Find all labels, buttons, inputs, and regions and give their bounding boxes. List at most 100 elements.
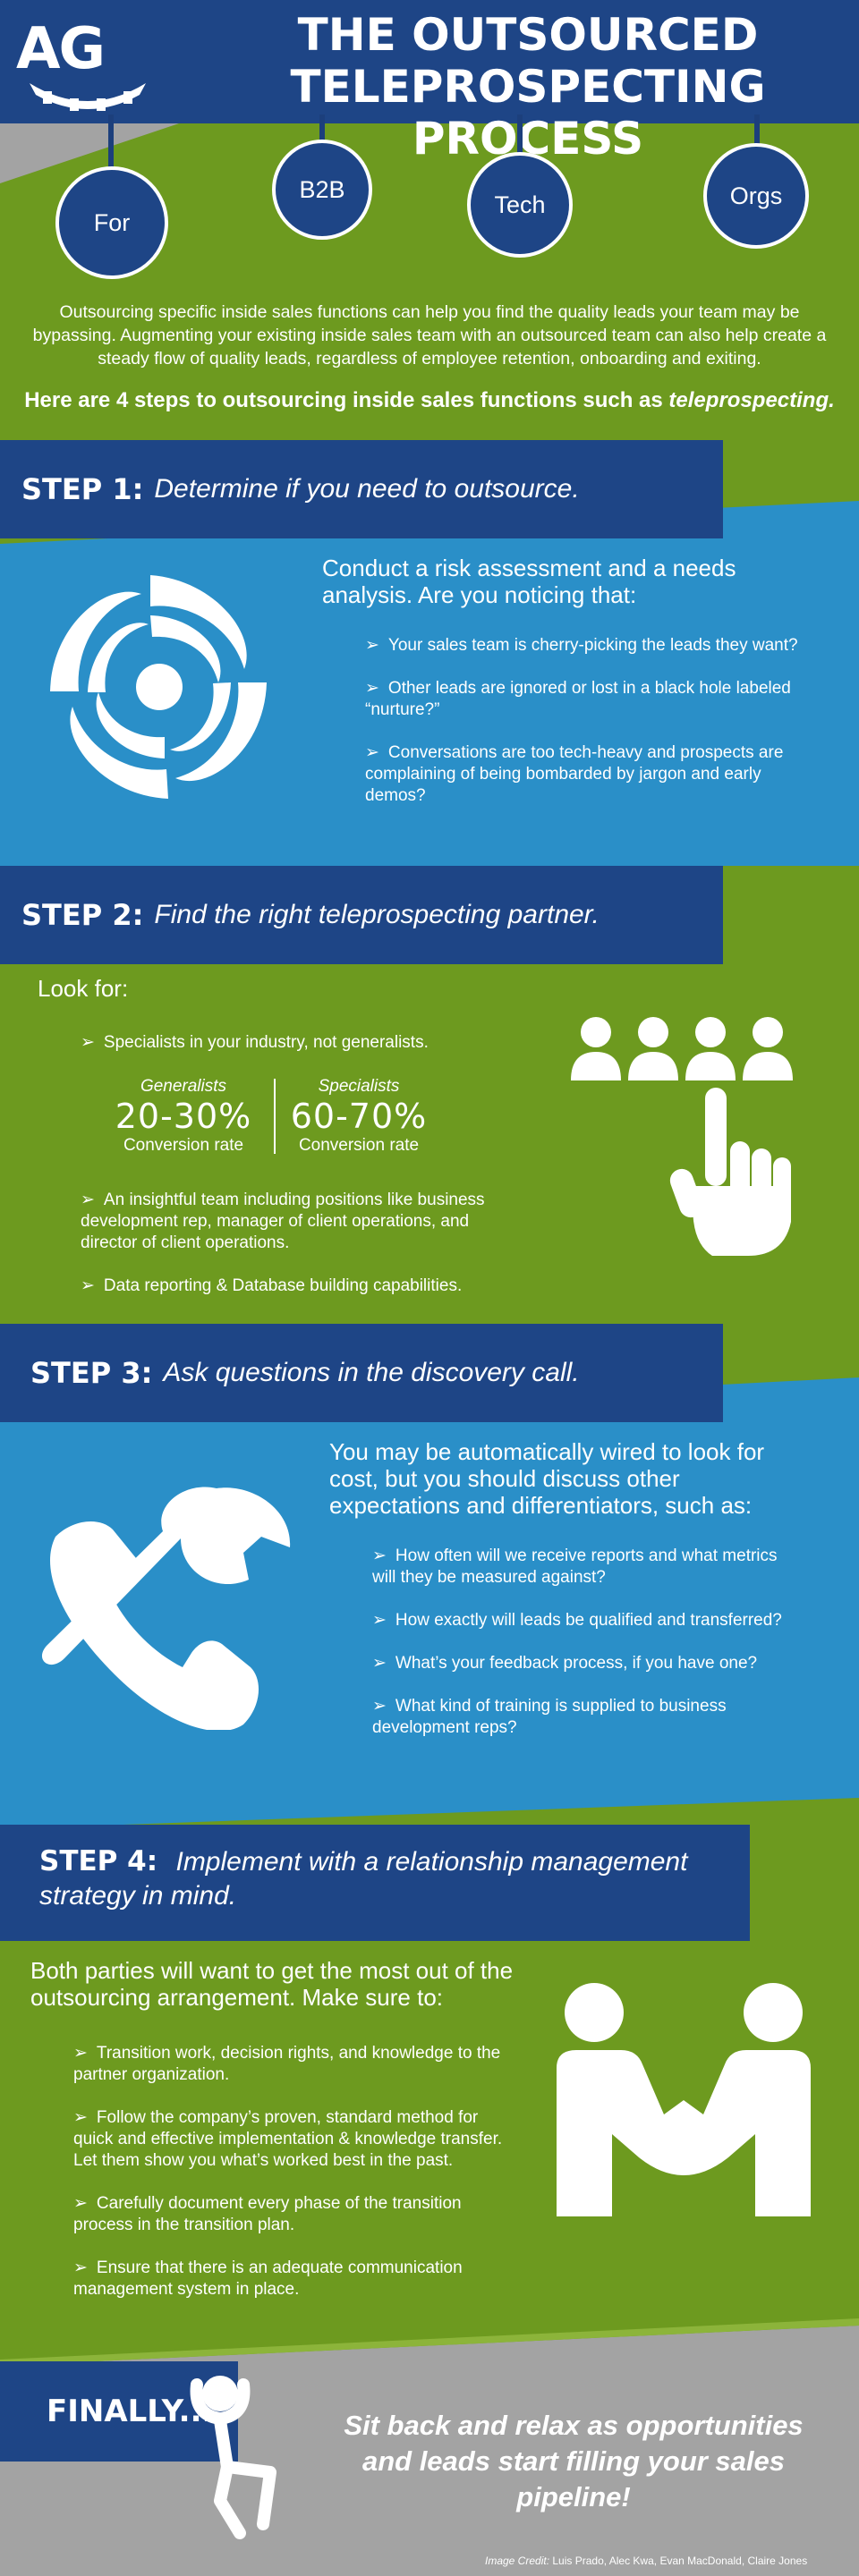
pointing-hand-icon xyxy=(669,1088,791,1256)
step2-heading: Find the right teleprospecting partner. xyxy=(154,900,600,929)
bullet-text: How often will we receive reports and wh… xyxy=(372,1546,778,1587)
arrow-icon: ➢ xyxy=(81,1276,95,1295)
image-credit: Image Credit: Luis Prado, Alec Kwa, Evan… xyxy=(485,2555,807,2567)
step4-title: STEP 4: Implement with a relationship ma… xyxy=(39,1844,750,1913)
step1-label: STEP 1: xyxy=(21,472,144,506)
finally-label: FINALLY... xyxy=(47,2394,214,2429)
list-item: ➢What kind of training is supplied to bu… xyxy=(372,1696,793,1739)
step4-bullet-list: ➢Transition work, decision rights, and k… xyxy=(73,2043,512,2322)
logo-gear-icon xyxy=(30,83,146,111)
stat-value: 60-70% xyxy=(290,1097,428,1136)
step4-banner: STEP 4: Implement with a relationship ma… xyxy=(0,1825,750,1941)
list-item: ➢Follow the company’s proven, standard m… xyxy=(73,2107,512,2172)
arrow-icon: ➢ xyxy=(73,2044,88,2063)
list-item: ➢How often will we receive reports and w… xyxy=(372,1546,793,1589)
arrow-icon: ➢ xyxy=(372,1611,387,1630)
list-item: ➢ Specialists in your industry, not gener… xyxy=(81,1032,528,1054)
bullet-text: What’s your feedback process, if you hav… xyxy=(395,1654,758,1673)
stat-value: 20-30% xyxy=(115,1097,252,1136)
relaxing-person-icon xyxy=(190,2376,276,2539)
step3-label: STEP 3: xyxy=(30,1356,153,1390)
step2-label: STEP 2: xyxy=(21,898,144,932)
list-item: ➢Transition work, decision rights, and k… xyxy=(73,2043,512,2086)
step3-bullet-list: ➢How often will we receive reports and w… xyxy=(372,1546,793,1760)
list-item: ➢ Your sales team is cherry-picking the l… xyxy=(365,635,812,657)
swirl-icon xyxy=(50,575,267,799)
stat-generalists: Generalists 20-30% Conversion rate xyxy=(107,1077,259,1156)
step2-banner: STEP 2: Find the right teleprospecting p… xyxy=(0,866,723,964)
list-item: ➢What’s your feedback process, if you ha… xyxy=(372,1653,793,1674)
step4-heading: Implement with a relationship management… xyxy=(39,1847,688,1911)
bullet-text: Other leads are ignored or lost in a bla… xyxy=(365,679,791,719)
tag-label: Tech xyxy=(494,191,546,218)
arrow-icon: ➢ xyxy=(81,1033,95,1052)
arrow-icon: ➢ xyxy=(372,1546,387,1565)
step2-bullet-list-2: ➢An insightful team including positions … xyxy=(81,1190,510,1318)
stat-subtitle: Conversion rate xyxy=(123,1136,244,1155)
arrow-icon: ➢ xyxy=(73,2194,88,2213)
list-item: ➢ Data reporting & Database building capa… xyxy=(81,1275,510,1297)
step2-bullet-list-1: ➢ Specialists in your industry, not gener… xyxy=(81,1032,528,1075)
handshake-people-icon xyxy=(557,1983,811,2216)
bullet-text: What kind of training is supplied to bus… xyxy=(372,1697,727,1737)
arrow-icon: ➢ xyxy=(365,636,379,655)
bullet-text: Transition work, decision rights, and kn… xyxy=(73,2044,501,2084)
tag-label: For xyxy=(93,208,131,236)
bullet-text: Carefully document every phase of the tr… xyxy=(73,2194,462,2234)
arrow-icon: ➢ xyxy=(365,743,379,762)
tag-for: For xyxy=(55,166,168,279)
logo: AG xyxy=(16,16,106,82)
bullet-text: Ensure that there is an adequate communi… xyxy=(73,2258,463,2299)
stat-subtitle: Conversion rate xyxy=(298,1136,420,1155)
list-item: ➢Ensure that there is an adequate commun… xyxy=(73,2258,512,2301)
bullet-text: Conversations are too tech-heavy and pro… xyxy=(365,743,784,805)
steps-intro-emphasis: teleprospecting. xyxy=(668,388,835,412)
tag-orgs: Orgs xyxy=(703,143,809,249)
tag-label: B2B xyxy=(299,175,345,203)
logo-text: AG xyxy=(16,16,106,82)
stat-caption: Specialists xyxy=(318,1077,400,1096)
bullet-text: An insightful team including positions l… xyxy=(81,1191,485,1252)
arrow-icon: ➢ xyxy=(81,1191,95,1209)
list-item: ➢Conversations are too tech-heavy and pr… xyxy=(365,742,812,807)
arrow-icon: ➢ xyxy=(73,2108,88,2127)
bullet-text: Data reporting & Database building capab… xyxy=(103,1276,463,1295)
list-item: ➢How exactly will leads be qualified and… xyxy=(372,1610,793,1631)
credit-label: Image Credit: xyxy=(485,2555,550,2567)
arrow-icon: ➢ xyxy=(73,2258,88,2277)
step3-heading: Ask questions in the discovery call. xyxy=(163,1358,580,1387)
title-line-1: THE OUTSOURCED xyxy=(297,9,759,61)
arrow-icon: ➢ xyxy=(365,679,379,698)
step1-heading: Determine if you need to outsource. xyxy=(154,474,580,504)
page-title: THE OUTSOURCED TELEPROSPECTING PROCESS xyxy=(215,9,841,165)
list-item: ➢Carefully document every phase of the t… xyxy=(73,2193,512,2236)
tag-tech: Tech xyxy=(467,152,573,258)
step3-banner: STEP 3: Ask questions in the discovery c… xyxy=(0,1324,723,1422)
credit-names: Luis Prado, Alec Kwa, Evan MacDonald, Cl… xyxy=(552,2555,808,2567)
list-item: ➢An insightful team including positions … xyxy=(81,1190,510,1254)
steps-intro-text: Here are 4 steps to outsourcing inside s… xyxy=(24,388,669,412)
bullet-text: Your sales team is cherry-picking the le… xyxy=(387,636,798,655)
finally-text: Sit back and relax as opportunities and … xyxy=(344,2410,804,2512)
people-group-icon xyxy=(571,1017,793,1256)
bullet-text: Specialists in your industry, not genera… xyxy=(103,1033,429,1052)
bullet-text: Follow the company’s proven, standard me… xyxy=(73,2108,503,2170)
stat-caption: Generalists xyxy=(140,1077,227,1096)
step1-bullet-list: ➢ Your sales team is cherry-picking the l… xyxy=(365,635,812,828)
step2-lead: Look for: xyxy=(38,975,129,1002)
step4-lead: Both parties will want to get the most o… xyxy=(30,1957,514,2011)
steps-intro: Here are 4 steps to outsourcing inside s… xyxy=(21,388,838,413)
tag-b2b: B2B xyxy=(272,140,372,240)
step1-banner: STEP 1: Determine if you need to outsour… xyxy=(0,440,723,538)
tag-stem xyxy=(517,114,523,157)
intro-paragraph: Outsourcing specific inside sales functi… xyxy=(32,302,827,369)
stat-divider xyxy=(274,1079,276,1154)
tag-stem xyxy=(319,114,325,147)
stat-specialists: Specialists 60-70% Conversion rate xyxy=(283,1077,435,1156)
phone-wrench-icon xyxy=(41,1487,291,1730)
tag-stem xyxy=(754,114,760,148)
step4-label: STEP 4: xyxy=(39,1845,158,1877)
arrow-icon: ➢ xyxy=(372,1697,387,1716)
tag-stem xyxy=(108,114,114,172)
step3-lead: You may be automatically wired to look f… xyxy=(329,1438,765,1519)
